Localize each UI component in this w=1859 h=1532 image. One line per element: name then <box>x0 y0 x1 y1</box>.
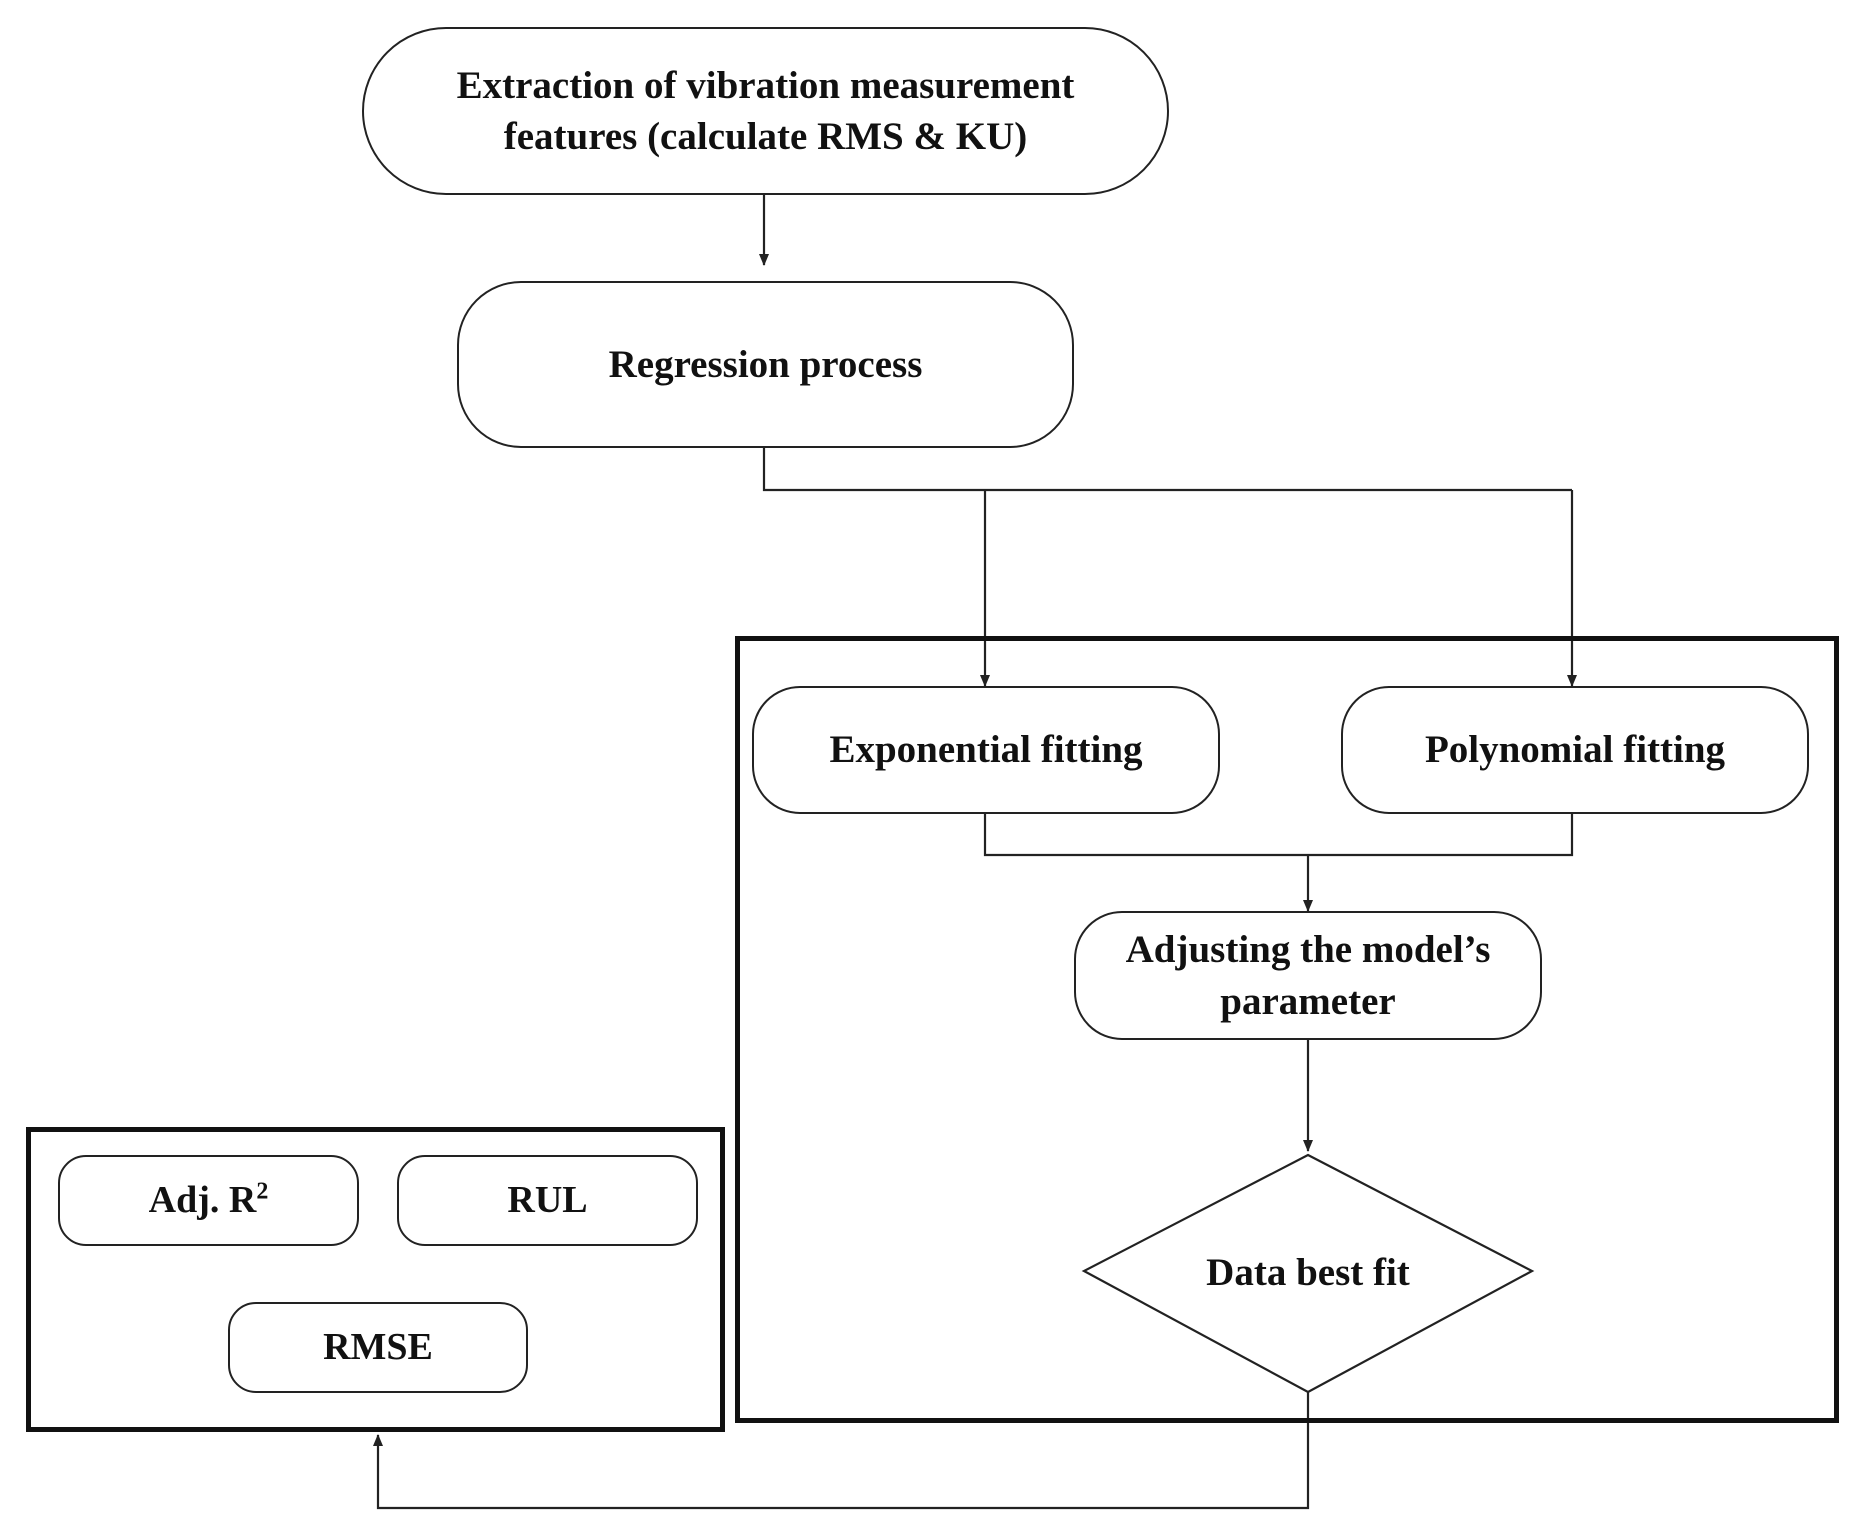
metrics-group-frame <box>26 1127 725 1432</box>
regression-node: Regression process <box>457 281 1074 448</box>
polynomial-label: Polynomial fitting <box>1424 728 1726 772</box>
decision-label: Data best fit <box>1206 1250 1410 1294</box>
rul-label: RUL <box>507 1179 588 1222</box>
adjusting-label: Adjusting the model’s parameter <box>1125 928 1491 1023</box>
adjusting-node: Adjusting the model’s parameter <box>1074 911 1542 1040</box>
adj-r2-label: Adj. R <box>148 1179 257 1222</box>
adj-r2-superscript: 2 <box>256 1178 269 1205</box>
polynomial-node: Polynomial fitting <box>1341 686 1809 814</box>
adj-r2-text: Adj. R2 <box>149 1175 269 1225</box>
regression-label: Regression process <box>608 342 923 386</box>
decision-label-box: Data best fit <box>1144 1231 1472 1313</box>
exponential-label: Exponential fitting <box>829 728 1143 772</box>
fitting-group-frame <box>735 636 1839 1423</box>
rmse-label: RMSE <box>323 1326 433 1369</box>
arrow-decision-to-metrics <box>373 1392 1310 1510</box>
rmse-node: RMSE <box>228 1302 528 1393</box>
exponential-node: Exponential fitting <box>752 686 1220 814</box>
connector-fittings-merge <box>983 814 1574 857</box>
rul-node: RUL <box>397 1155 698 1246</box>
adj-r2-node: Adj. R2 <box>58 1155 359 1246</box>
connector-regression-split <box>762 448 1572 492</box>
extraction-label: Extraction of vibration measurement feat… <box>456 63 1075 158</box>
decision-diamond <box>1081 1153 1535 1394</box>
extraction-node: Extraction of vibration measurement feat… <box>362 27 1169 195</box>
